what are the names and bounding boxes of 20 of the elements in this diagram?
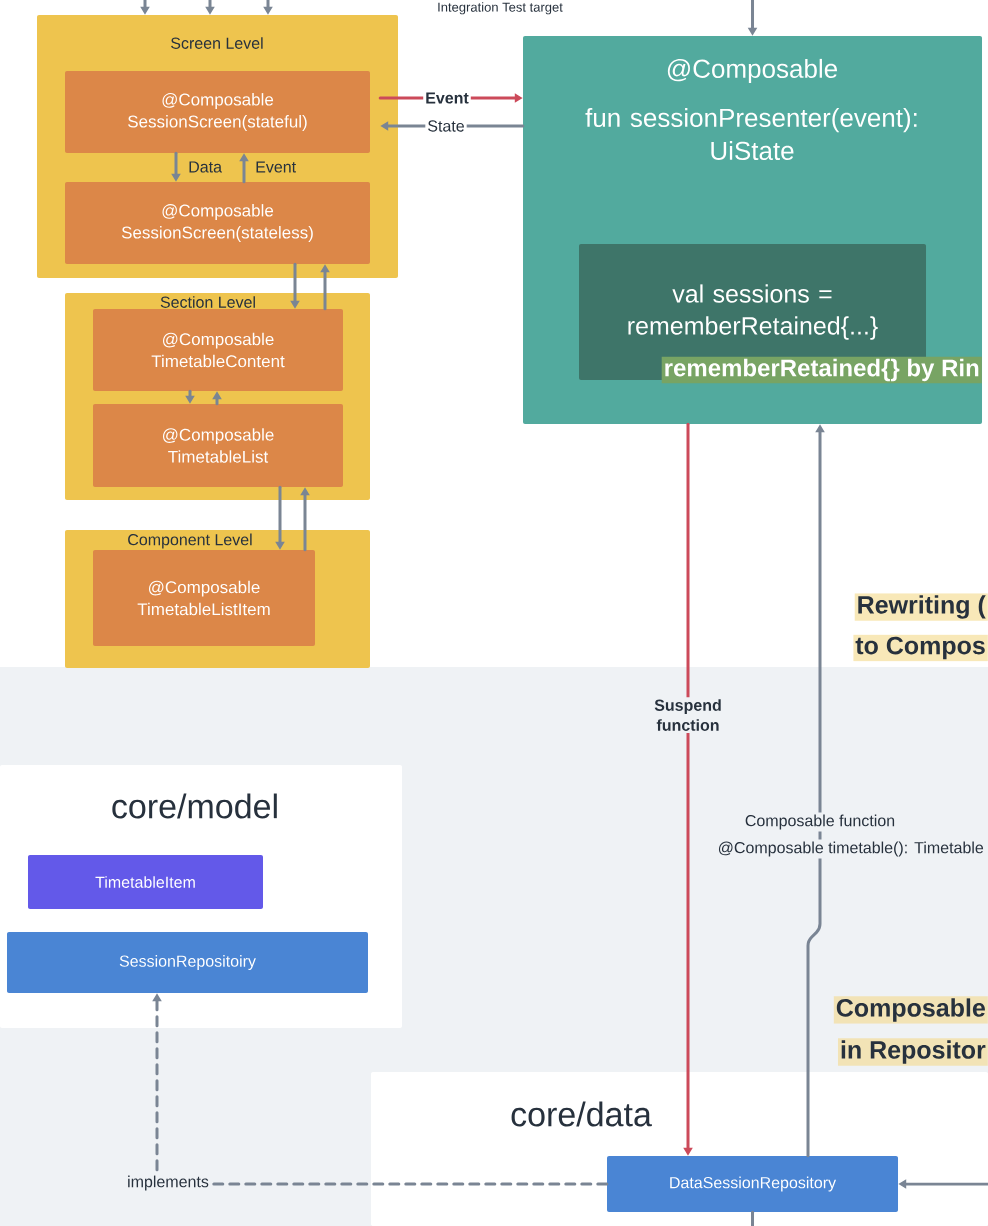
component-box: @Composable TimetableListItem [93, 550, 315, 646]
class-box: SessionRepositoiry [7, 932, 368, 993]
class-box: DataSessionRepository [607, 1156, 898, 1212]
class-box: TimetableItem [28, 855, 263, 909]
component-box: @Composable SessionScreen(stateless) [65, 182, 370, 264]
highlighted-note: Rewriting ( [854, 593, 988, 621]
component-box: @Composable TimetableList [93, 404, 343, 487]
edge-label: Event [423, 90, 471, 106]
highlighted-note: in Repositor [837, 1038, 988, 1066]
edge-label: Data [189, 161, 222, 173]
component-box: @Composable TimetableContent [93, 309, 343, 391]
line [751, 1210, 754, 1226]
component-box: @Composable SessionScreen(stateful) [65, 71, 370, 153]
edge-label: Suspend function [646, 697, 730, 733]
highlighted-note: rememberRetained{} by Rin [661, 356, 982, 384]
note-text: Integration Test target [438, 2, 563, 15]
edge-label: Event [256, 161, 296, 173]
highlighted-note: to Compos [853, 634, 988, 662]
edge-label: State [425, 118, 467, 134]
highlighted-note: Composable [833, 996, 988, 1024]
